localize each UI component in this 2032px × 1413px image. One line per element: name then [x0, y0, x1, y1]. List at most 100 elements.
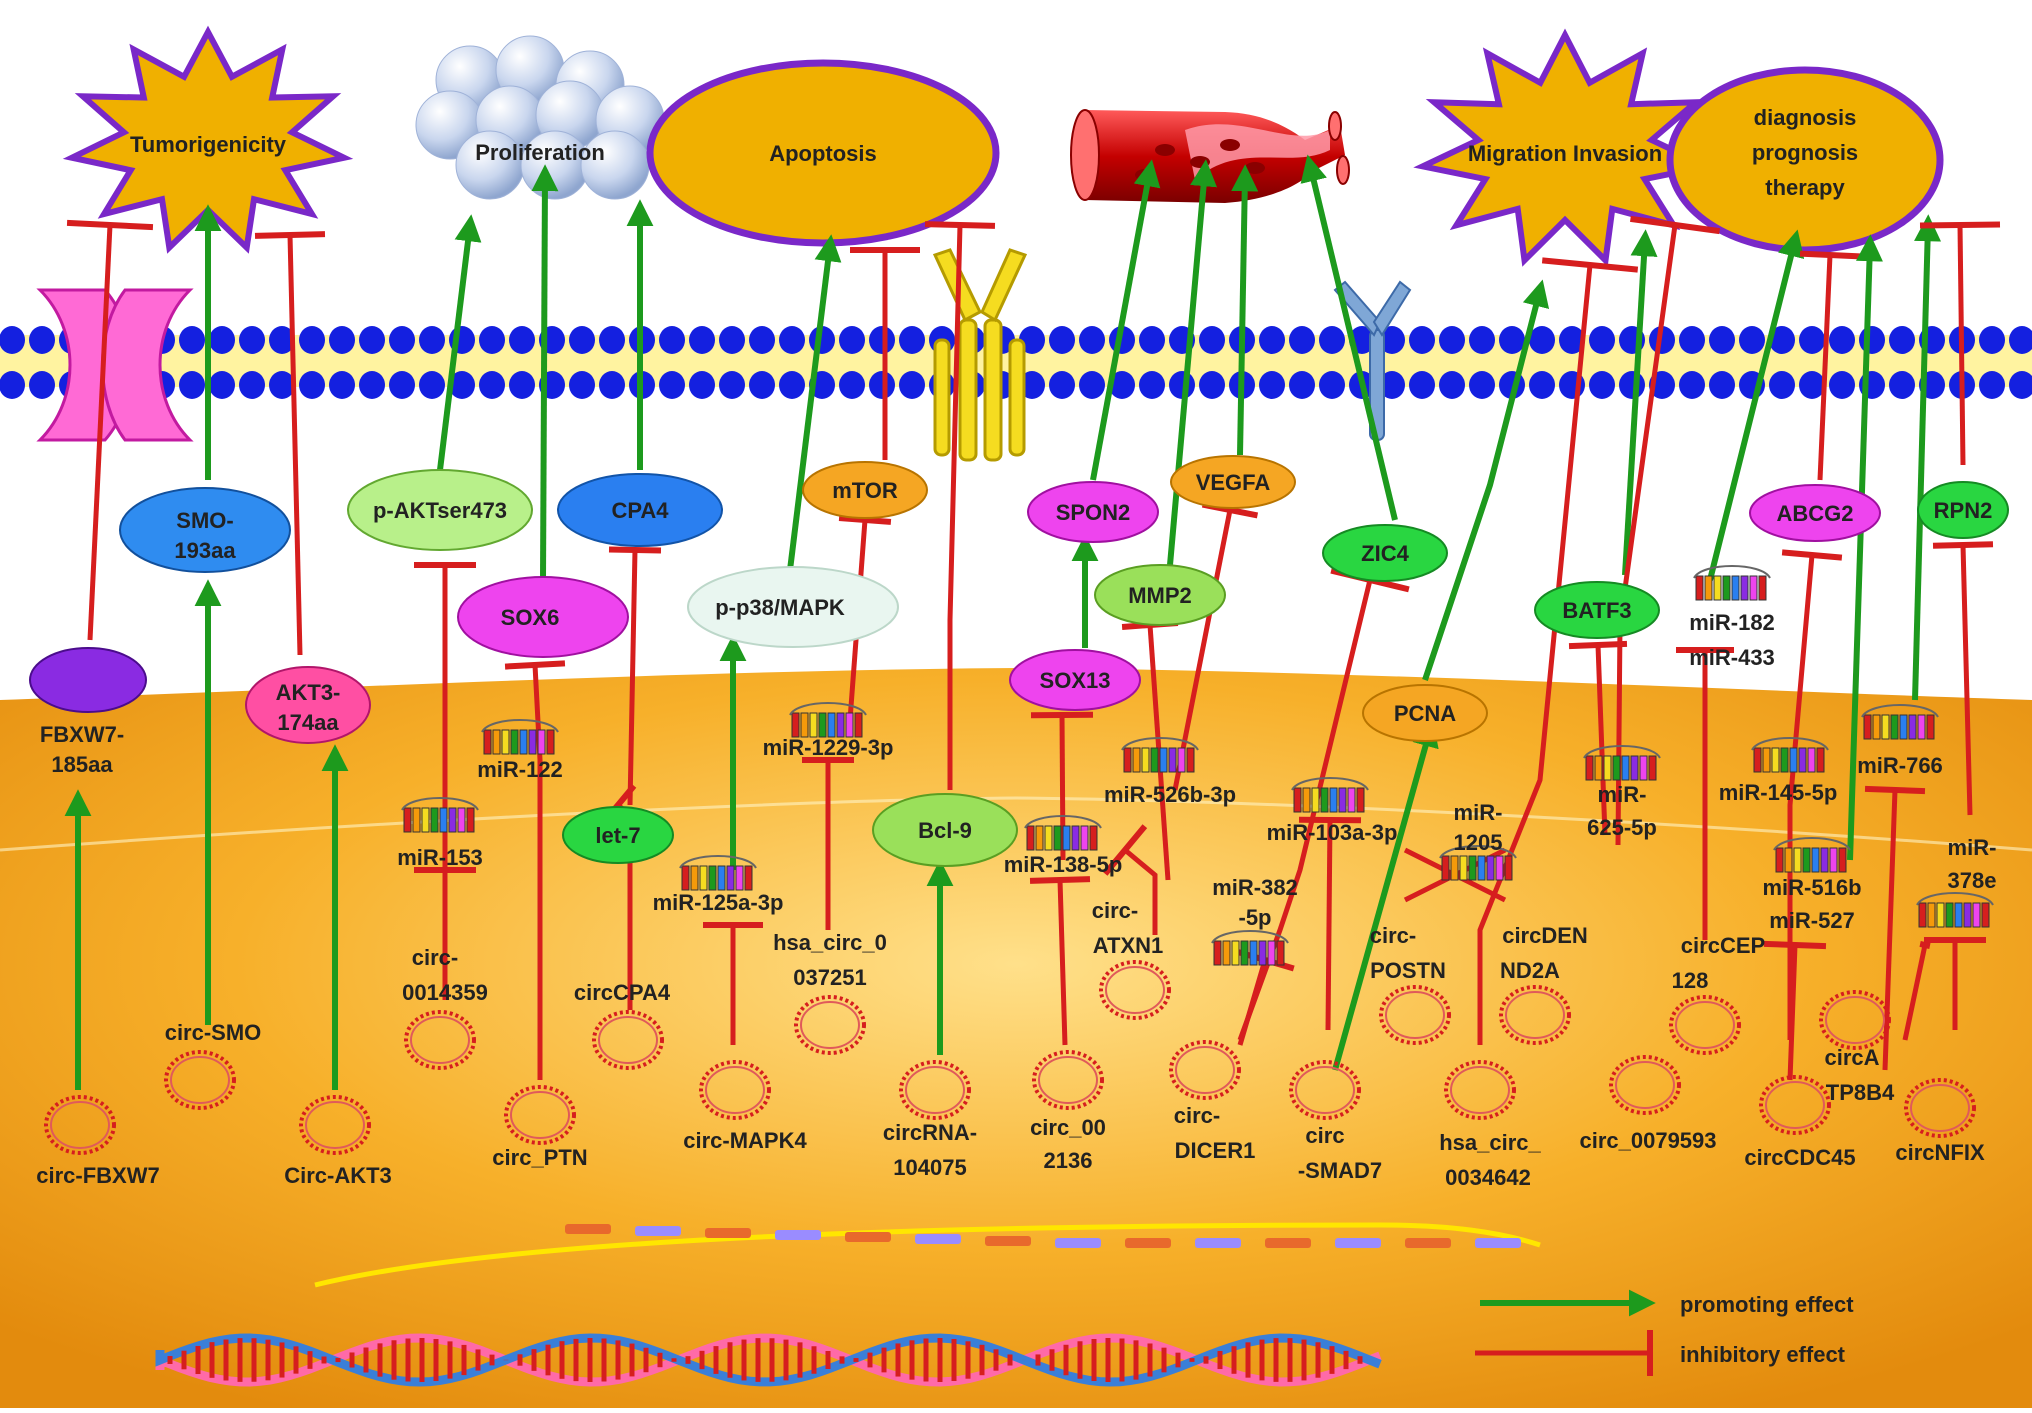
mir-378e-label-2: 378e [1948, 868, 1997, 893]
protein-mtor: mTOR [803, 462, 927, 518]
spon2-label: SPON2 [1056, 500, 1131, 525]
protein-let7: let-7 [563, 807, 673, 863]
protein-spon2: SPON2 [1028, 482, 1158, 542]
circ-postn-label-2: POSTN [1370, 958, 1446, 983]
mir-182-label: miR-182 [1689, 610, 1775, 635]
protein-sox6: SOX6 [458, 577, 628, 657]
circ-dicer1-label-1: circ- [1174, 1103, 1220, 1128]
mir-526b-3p-label: miR-526b-3p [1104, 782, 1236, 807]
circ-0079593-label: circ_0079593 [1579, 1128, 1716, 1153]
protein-p-p38-mapk: p-p38/MAPK [688, 567, 898, 647]
protein-sox13: SOX13 [1010, 650, 1140, 710]
mir-378e-label-1: miR- [1948, 835, 1997, 860]
apoptosis-label: Apoptosis [769, 141, 877, 166]
protein-abcg2: ABCG2 [1750, 485, 1880, 541]
mir-1205-label-2: 1205 [1454, 830, 1503, 855]
circ-smad7-label-2: -SMAD7 [1298, 1158, 1382, 1183]
hsa-circ-0037251-label-2: 037251 [793, 965, 866, 990]
sox13-label: SOX13 [1040, 668, 1111, 693]
circ-0014359-label-1: circ- [412, 945, 458, 970]
batf3-label: BATF3 [1562, 598, 1631, 623]
legend-promoting-label: promoting effect [1680, 1292, 1854, 1317]
mir-382-5p-label-1: miR-382 [1212, 875, 1298, 900]
p-p38-mapk-label: p-p38/MAPK [715, 595, 845, 620]
mir-527-label: miR-527 [1769, 908, 1855, 933]
p-aktser473-label: p-AKTser473 [373, 498, 507, 523]
mir-103a-3p-label: miR-103a-3p [1267, 820, 1398, 845]
circ-postn-label-1: circ- [1370, 923, 1416, 948]
circnfix-label: circNFIX [1895, 1140, 1985, 1165]
circcep128-label-2: 128 [1672, 968, 1709, 993]
fbxw7-185aa-label-2: 185aa [51, 752, 113, 777]
diagnosis-ellipse: diagnosis prognosis therapy [1670, 70, 1940, 250]
zic4-label: ZIC4 [1361, 541, 1409, 566]
legend-inhibitory-label: inhibitory effect [1680, 1342, 1846, 1367]
hsa-circ-0034642-label-1: hsa_circ_ [1439, 1130, 1541, 1155]
mir-138-5p-label: miR-138-5p [1004, 852, 1123, 877]
protein-bcl9: Bcl-9 [873, 794, 1017, 866]
protein-p-aktser473: p-AKTser473 [348, 470, 532, 550]
mir-516b-label: miR-516b [1762, 875, 1861, 900]
mmp2-label: MMP2 [1128, 583, 1192, 608]
circ-atxn1-label-1: circ- [1092, 898, 1138, 923]
circrna-104075-label-2: 104075 [893, 1155, 966, 1180]
proliferation-cluster: Proliferation [416, 36, 664, 199]
circdennd2a-label-1: circDEN [1502, 923, 1588, 948]
blood-vessel-icon [1071, 110, 1349, 203]
rpn2-label: RPN2 [1934, 498, 1993, 523]
pcna-label: PCNA [1394, 701, 1456, 726]
protein-zic4: ZIC4 [1323, 525, 1447, 581]
protein-cpa4: CPA4 [558, 474, 722, 546]
circ-fbxw7-label: circ-FBXW7 [36, 1163, 159, 1188]
circ-smad7-label-1: circ [1305, 1123, 1344, 1148]
circ-smo-label: circ-SMO [165, 1020, 262, 1045]
tumorigenicity-label: Tumorigenicity [130, 132, 287, 157]
circ-0014359-label-2: 0014359 [402, 980, 488, 1005]
mir-382-5p-label-2: -5p [1239, 905, 1272, 930]
circcpa4-label: circCPA4 [574, 980, 671, 1005]
mir-625-5p-label-2: 625-5p [1587, 815, 1657, 840]
circ-ptn-label: circ_PTN [492, 1145, 587, 1170]
migration-invasion-label: Migration Invasion [1468, 141, 1662, 166]
akt3-174aa-label-2: 174aa [277, 710, 339, 735]
hsa-circ-0037251-label-1: hsa_circ_0 [773, 930, 887, 955]
circ-002136-label-2: 2136 [1044, 1148, 1093, 1173]
akt3-174aa-label-1: AKT3- [276, 680, 341, 705]
mirna-icon [1694, 566, 1770, 600]
circcep128-label-1: circCEP [1681, 933, 1765, 958]
mir-122-label: miR-122 [477, 757, 563, 782]
protein-batf3: BATF3 [1535, 582, 1659, 638]
prognosis-label: prognosis [1752, 140, 1858, 165]
abcg2-label: ABCG2 [1776, 501, 1853, 526]
circ-mapk4-label: circ-MAPK4 [683, 1128, 807, 1153]
circ-002136-label-1: circ_00 [1030, 1115, 1106, 1140]
protein-akt3-174aa: AKT3- 174aa [246, 667, 370, 743]
mir-625-5p-label-1: miR- [1598, 782, 1647, 807]
fbxw7-185aa-label-1: FBXW7- [40, 722, 124, 747]
mir-766-label: miR-766 [1857, 753, 1943, 778]
mir-433-label: miR-433 [1689, 645, 1775, 670]
protein-smo-193aa: SMO- 193aa [120, 488, 290, 572]
circ-akt3-label: Circ-AKT3 [284, 1163, 392, 1188]
protein-rpn2: RPN2 [1918, 482, 2008, 538]
circ-atxn1-label-2: ATXN1 [1093, 933, 1164, 958]
circatp8b4-label-2: TP8B4 [1826, 1080, 1895, 1105]
apoptosis-ellipse: Apoptosis [650, 63, 996, 243]
smo-193aa-label-1: SMO- [176, 508, 233, 533]
let7-label: let-7 [595, 823, 640, 848]
therapy-label: therapy [1765, 175, 1845, 200]
circatp8b4-label-1: circA [1824, 1045, 1879, 1070]
protein-mmp2: MMP2 [1095, 565, 1225, 625]
circcdc45-label: circCDC45 [1744, 1145, 1855, 1170]
sox6-label: SOX6 [501, 605, 560, 630]
mir-125a-3p-label: miR-125a-3p [653, 890, 784, 915]
circdennd2a-label-2: ND2A [1500, 958, 1560, 983]
protein-vegfa: VEGFA [1171, 456, 1295, 508]
hsa-circ-0034642-label-2: 0034642 [1445, 1165, 1531, 1190]
vegfa-label: VEGFA [1196, 470, 1271, 495]
circrna-104075-label-1: circRNA- [883, 1120, 977, 1145]
bcl9-label: Bcl-9 [918, 818, 972, 843]
mir-1229-3p-label: miR-1229-3p [763, 735, 894, 760]
mir-145-5p-label: miR-145-5p [1719, 780, 1838, 805]
